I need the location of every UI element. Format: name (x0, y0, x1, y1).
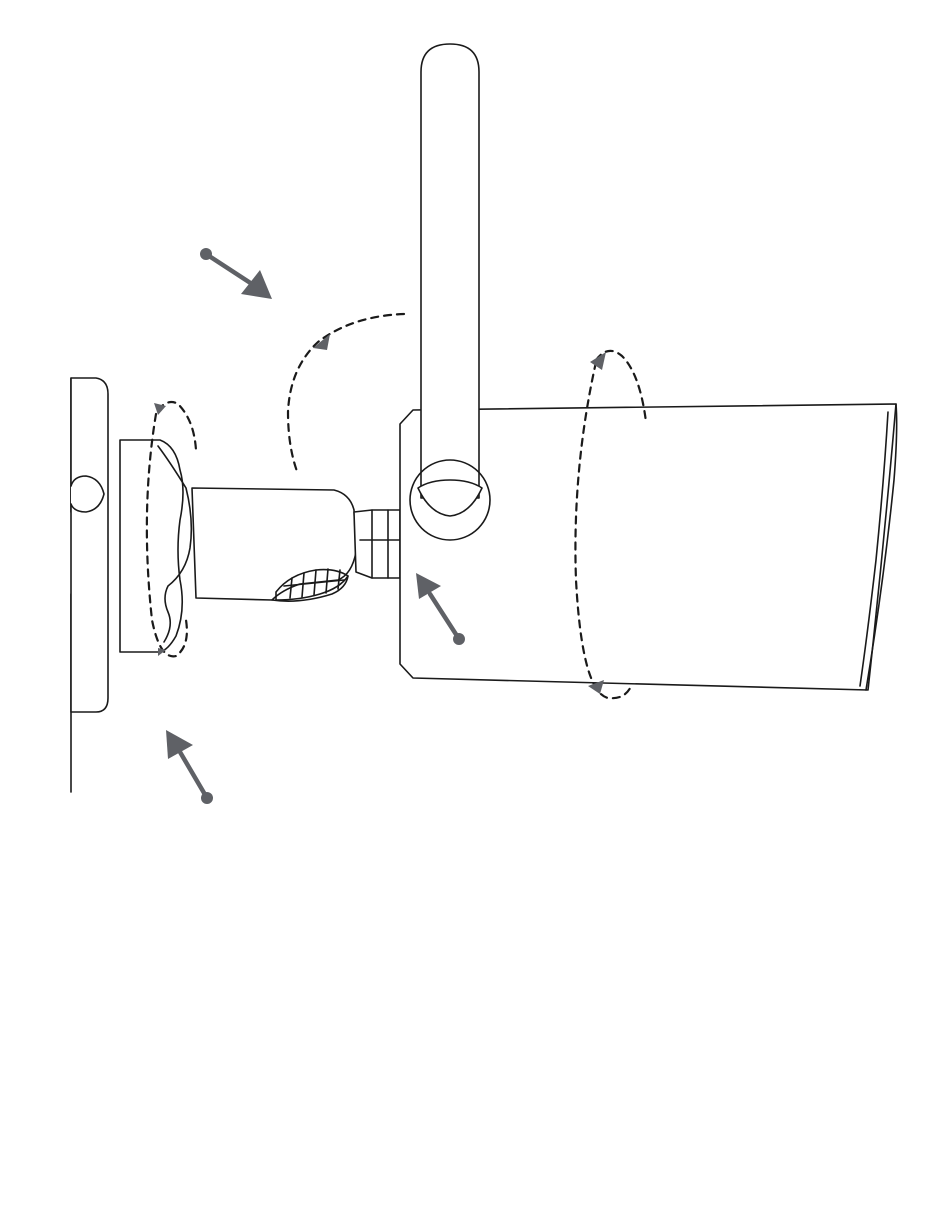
mount-collar (120, 440, 191, 652)
callout-pointer-base (166, 730, 213, 804)
callout-dot (200, 248, 212, 260)
callout-dot (453, 633, 465, 645)
antenna (410, 44, 490, 540)
mount-arm (192, 488, 356, 601)
rotation-arrowhead-icon (313, 334, 330, 350)
rotation-indicator-tilt (288, 314, 404, 474)
swivel-joint (354, 510, 400, 578)
rotation-arrowhead-icon (590, 352, 606, 370)
callout-pointer-tilt (200, 248, 272, 299)
wall-mount-base (71, 378, 108, 712)
callout-dot (201, 792, 213, 804)
arrowhead-icon (241, 270, 272, 299)
